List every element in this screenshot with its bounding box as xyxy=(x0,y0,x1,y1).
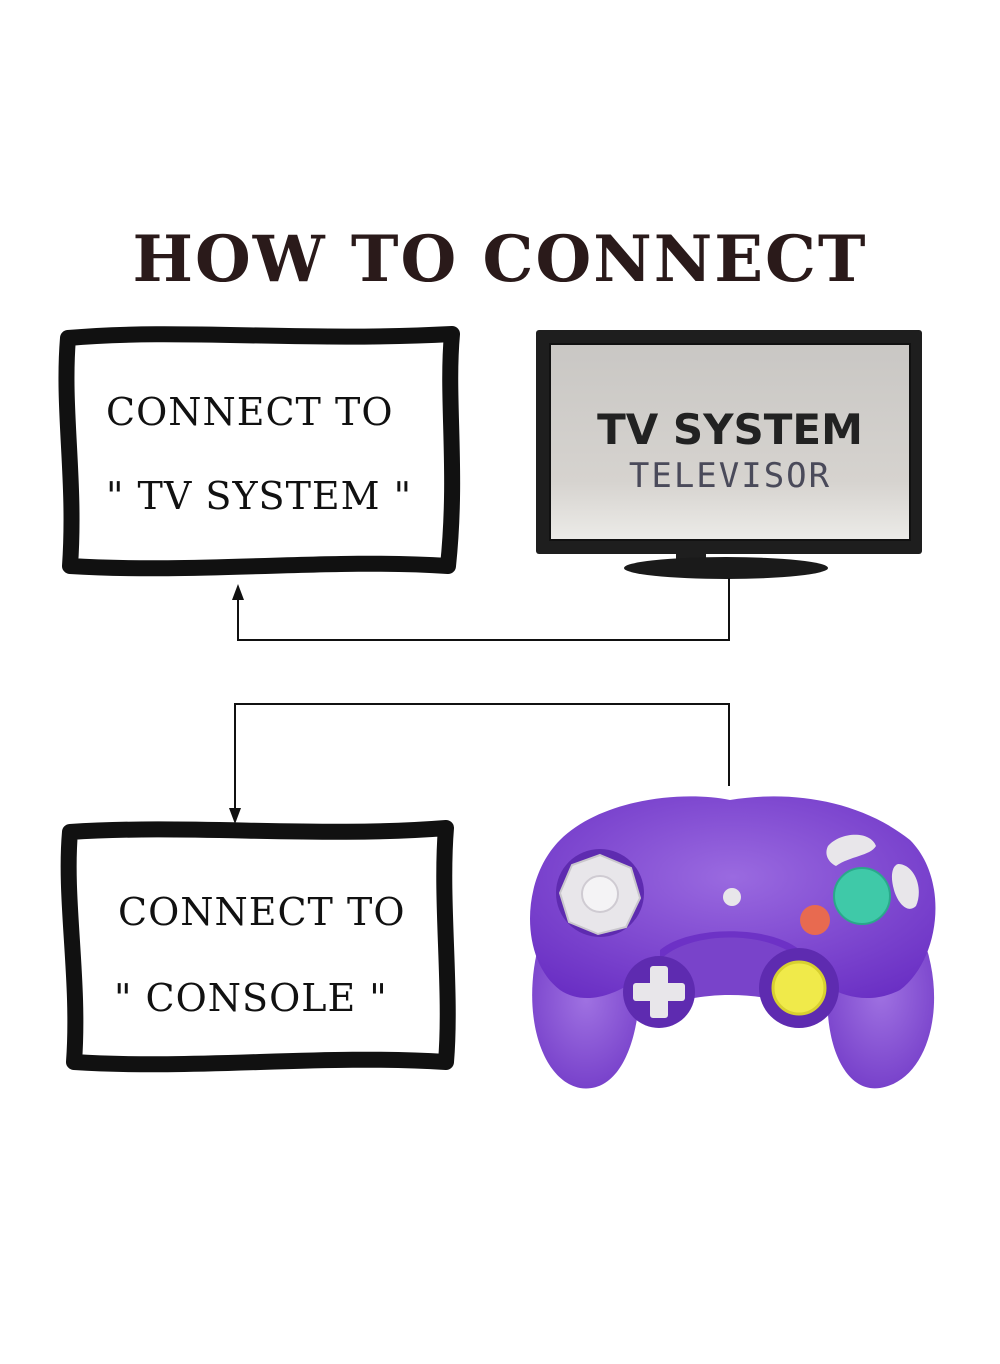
gamecube-controller-icon xyxy=(530,796,936,1089)
console-connect-frame xyxy=(60,820,456,1073)
tv-connect-frame xyxy=(58,326,461,577)
tv-box-line2: " TV SYSTEM " xyxy=(106,474,413,518)
tv-screen-title: TV SYSTEM xyxy=(597,405,863,454)
tv-icon xyxy=(536,330,922,579)
tv-box-line1: CONNECT TO xyxy=(106,390,394,434)
console-box-line1: CONNECT TO xyxy=(118,890,406,934)
console-box-line2: " CONSOLE " xyxy=(114,976,388,1020)
page-title: HOW TO CONNECT xyxy=(132,222,868,297)
arrow-down-icon xyxy=(229,808,241,824)
console-connector-line xyxy=(234,703,730,808)
arrow-up-icon xyxy=(232,584,244,600)
tv-screen-subtitle: TELEVISOR xyxy=(628,456,832,496)
tv-connector-line xyxy=(237,578,730,641)
